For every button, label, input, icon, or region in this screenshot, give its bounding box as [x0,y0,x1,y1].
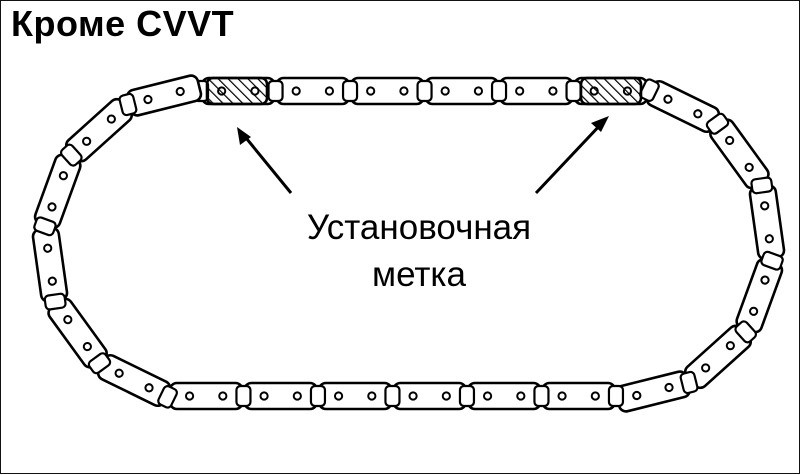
chain-link [96,353,179,409]
chain-link [341,76,425,106]
timing-mark-right [579,76,643,106]
chain-link [416,76,500,106]
chain-link [118,74,203,117]
chain-link [243,381,327,411]
timing-mark-label-line1: Установочная [307,208,531,247]
chain-link [748,176,786,261]
timing-chain-icon [31,74,786,413]
timing-mark-label-line2: метка [372,255,466,294]
chain-link [614,370,699,413]
chain-link [317,381,401,411]
chain-link [267,76,351,106]
pointer-arrow-right-icon [534,116,609,195]
chain-link [168,381,252,411]
pointer-arrow-left-icon [237,127,293,194]
timing-mark-left [205,76,269,106]
chain-link [541,381,625,411]
chain-link [638,78,721,134]
chain-link [490,76,574,106]
chain-link [466,381,550,411]
chain-link [735,250,784,334]
chain-link [705,112,770,190]
chain-link [31,226,69,311]
chain-link [392,381,476,411]
chain-link [683,320,758,390]
page-title: Кроме CVVT [11,3,235,44]
